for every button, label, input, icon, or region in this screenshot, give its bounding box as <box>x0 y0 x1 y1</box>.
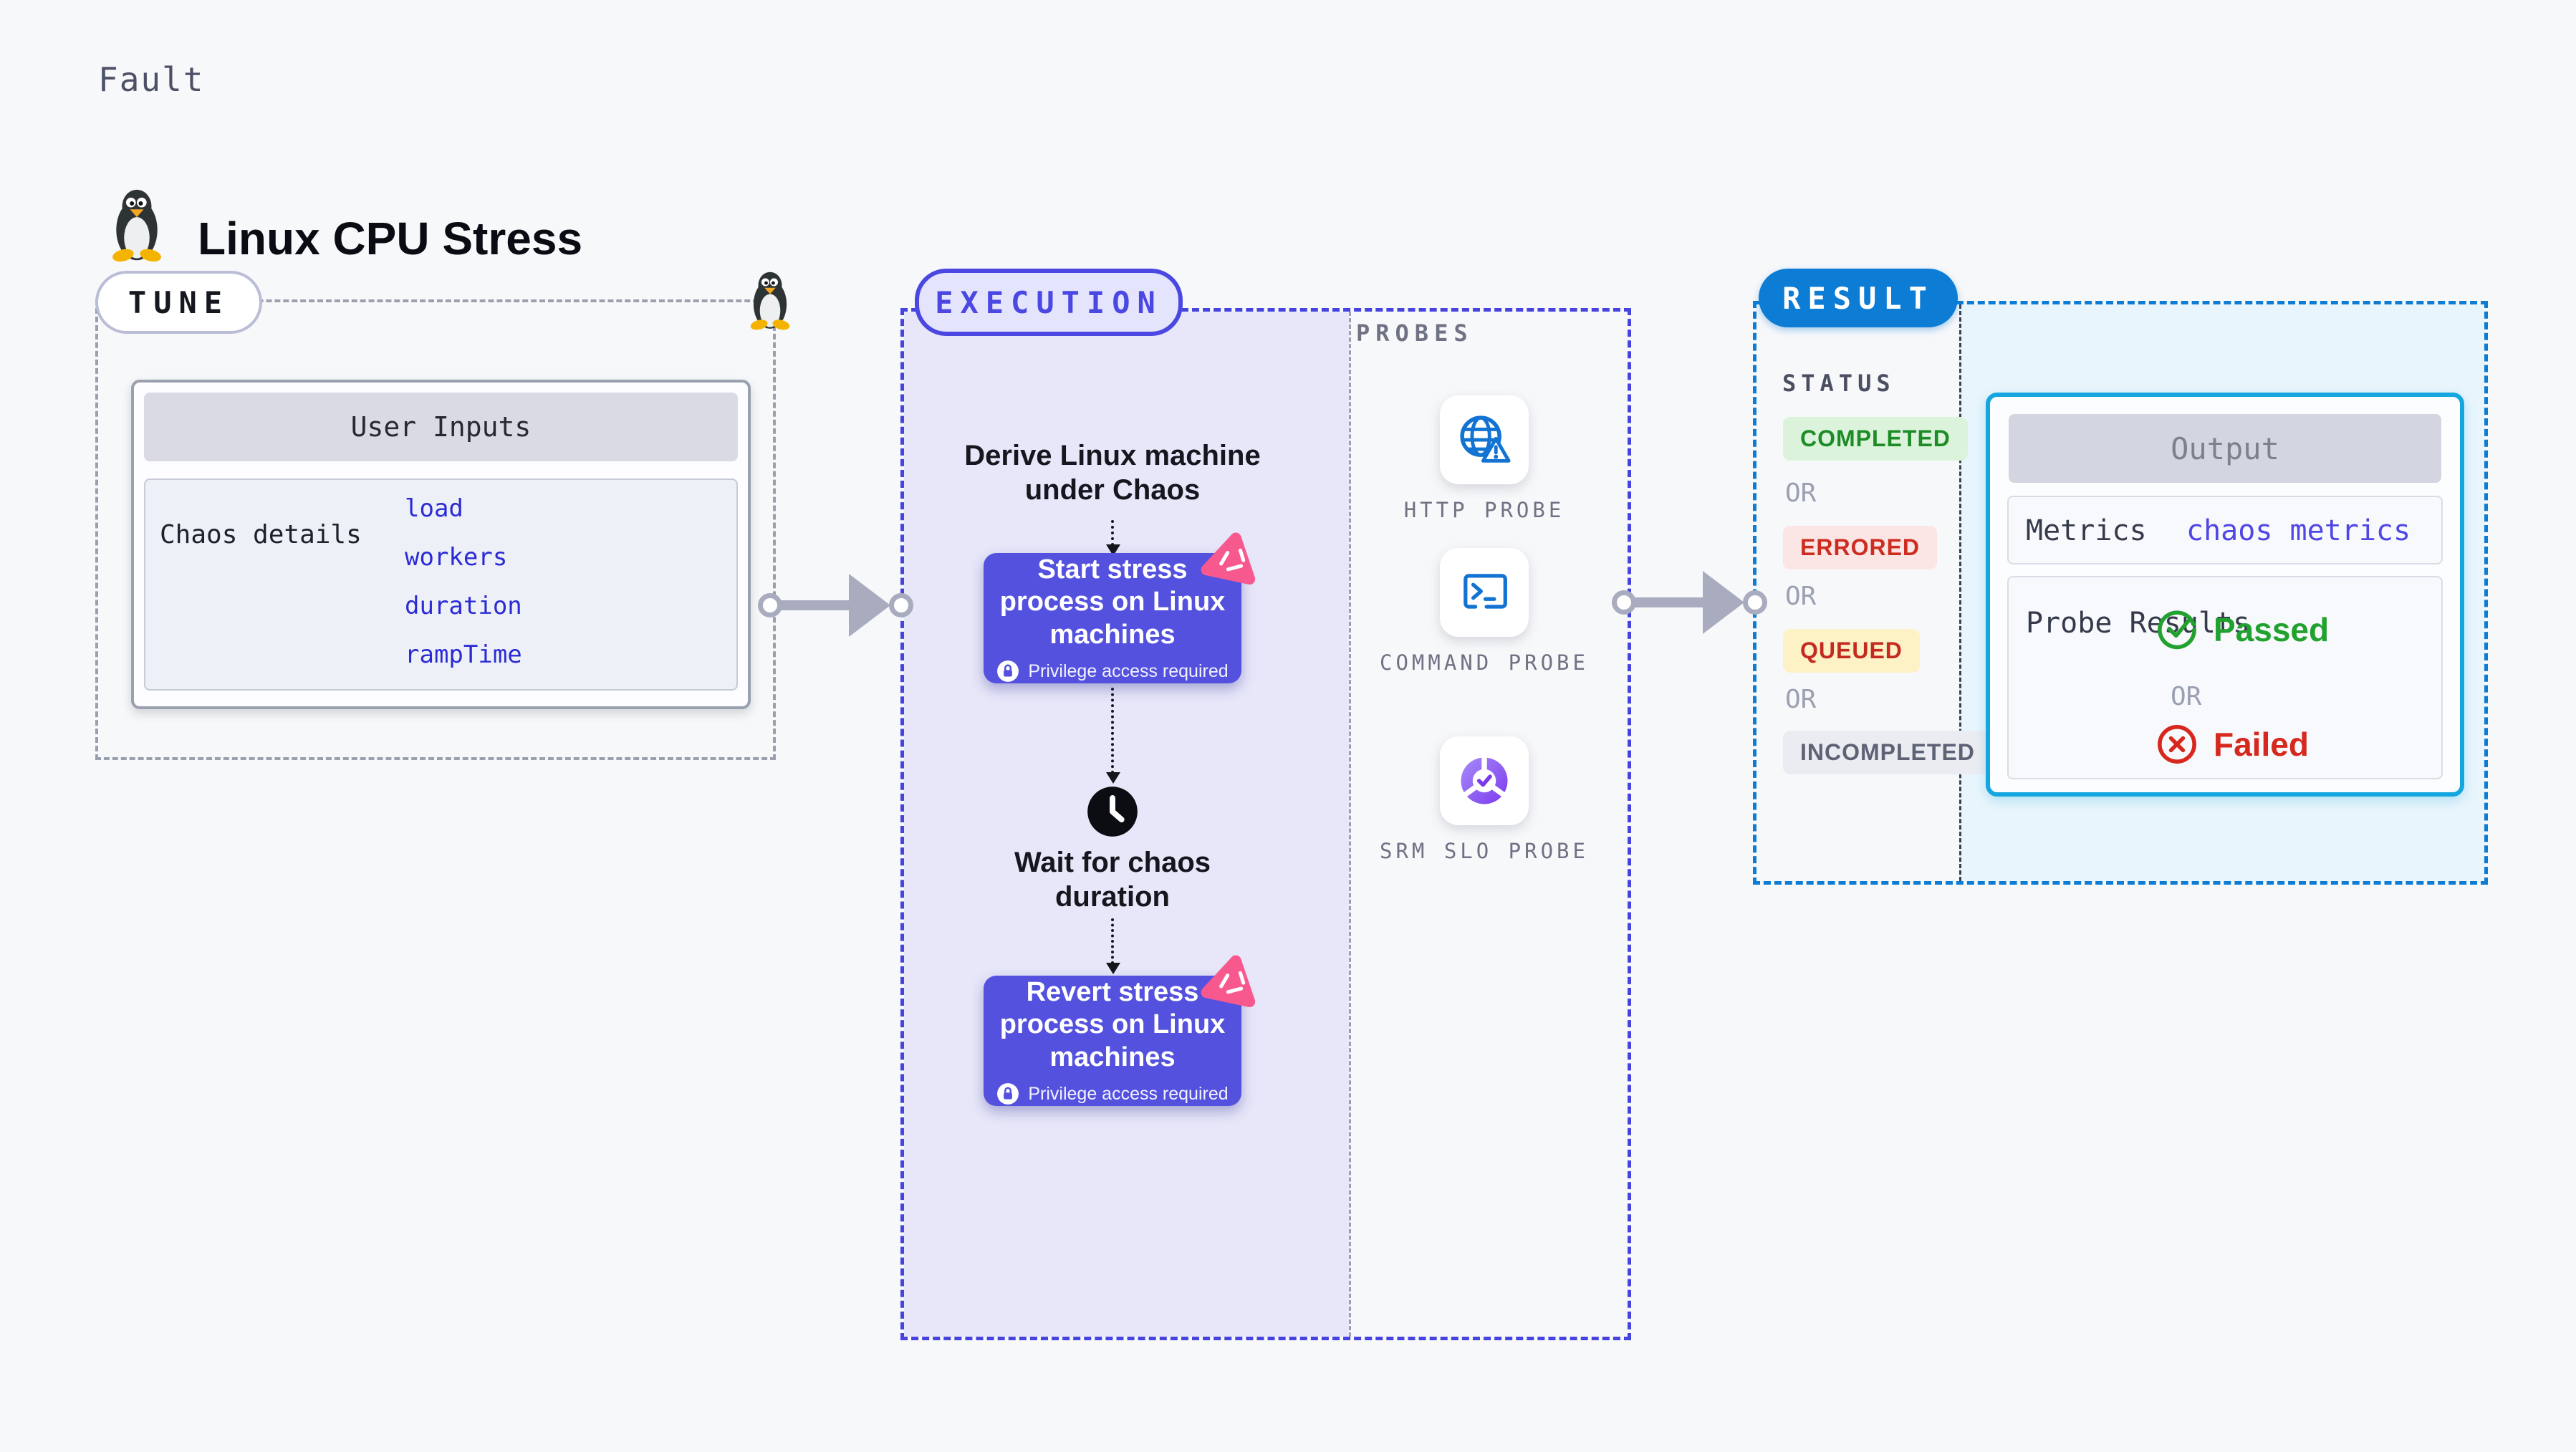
terminal-icon <box>1464 574 1507 609</box>
or-label: OR <box>1785 479 1817 508</box>
connector-dot <box>758 593 782 617</box>
tune-section-box <box>95 299 776 760</box>
status-output-separator <box>1959 304 1961 881</box>
lock-icon <box>997 660 1019 683</box>
tune-badge: TUNE <box>95 271 262 334</box>
or-label: OR <box>1785 685 1817 714</box>
input-link-ramptime[interactable]: rampTime <box>405 640 522 669</box>
status-label: STATUS <box>1782 370 1895 397</box>
page-title: Linux CPU Stress <box>198 213 583 264</box>
srm-slo-probe-label: SRM SLO PROBE <box>1380 839 1589 863</box>
execution-to-result-arrow <box>1625 597 1708 607</box>
flow-connector <box>1111 688 1114 774</box>
clock-icon <box>1087 787 1138 837</box>
globe-alert-icon <box>1460 415 1511 463</box>
flow-arrowhead <box>1106 772 1120 784</box>
lock-icon <box>997 1083 1019 1105</box>
failed-row: Failed <box>2156 723 2309 765</box>
or-label: OR <box>2171 682 2202 711</box>
chaos-pink-triangle-icon <box>1201 955 1256 1008</box>
execution-to-result-arrowhead <box>1703 571 1744 634</box>
start-stress-label: Start stress process on Linux machines <box>999 554 1226 650</box>
command-probe-label: COMMAND PROBE <box>1380 650 1589 675</box>
privilege-row: Privilege access required <box>996 660 1229 683</box>
or-label: OR <box>1785 582 1817 611</box>
derive-machine-text: Derive Linux machine under Chaos <box>964 440 1261 506</box>
input-link-duration[interactable]: duration <box>405 592 522 620</box>
flow-connector <box>1111 520 1114 546</box>
input-link-load[interactable]: load <box>405 494 463 523</box>
chaos-details-label: Chaos details <box>160 520 362 549</box>
input-link-workers[interactable]: workers <box>405 543 508 572</box>
output-card: Output Metrics chaos metrics Probe Resul… <box>1986 393 2464 797</box>
tune-to-execution-arrowhead <box>849 574 890 637</box>
probe-results-row: Probe Results Passed OR Failed <box>2007 576 2443 779</box>
slo-pie-check-icon <box>1461 755 1508 804</box>
failed-label: Failed <box>2214 726 2309 763</box>
user-inputs-title: User Inputs <box>144 393 738 461</box>
tux-penguin-icon <box>112 189 161 262</box>
fault-kicker: Fault <box>98 60 205 99</box>
metrics-label: Metrics <box>2026 514 2147 547</box>
execution-badge: EXECUTION <box>915 269 1183 336</box>
revert-stress-label: Revert stress process on Linux machines <box>999 976 1226 1072</box>
check-circle-icon <box>2158 610 2196 650</box>
tune-to-execution-arrow <box>772 600 855 610</box>
flow-arrowhead <box>1106 963 1120 974</box>
probes-separator <box>1349 312 1351 1337</box>
user-inputs-card: User Inputs Chaos details load workers d… <box>131 380 751 709</box>
x-circle-icon <box>2158 725 2196 764</box>
probes-label: PROBES <box>1356 319 1474 347</box>
output-title: Output <box>2009 414 2441 483</box>
passed-label: Passed <box>2214 611 2330 648</box>
metrics-row: Metrics chaos metrics <box>2007 496 2443 564</box>
privilege-row: Privilege access required <box>996 1082 1229 1105</box>
start-stress-node: Start stress process on Linux machines P… <box>984 553 1241 683</box>
tux-penguin-corner-icon <box>750 271 790 330</box>
wait-duration-text: Wait for chaos duration <box>1014 847 1211 913</box>
revert-stress-node: Revert stress process on Linux machines … <box>984 976 1241 1106</box>
command-probe-card <box>1440 548 1529 637</box>
chaos-pink-triangle-icon <box>1201 532 1256 585</box>
flow-connector <box>1111 918 1114 964</box>
status-badge-completed: COMPLETED <box>1783 417 1968 461</box>
status-badge-incompleted: INCOMPLETED <box>1783 731 1992 774</box>
status-badge-queued: QUEUED <box>1783 629 1920 673</box>
chaos-details-panel: Chaos details load workers duration ramp… <box>144 479 738 691</box>
chaos-metrics-link[interactable]: chaos metrics <box>2186 514 2411 547</box>
http-probe-card <box>1440 395 1529 484</box>
status-badge-errored: ERRORED <box>1783 526 1938 569</box>
srm-slo-probe-card <box>1440 736 1529 825</box>
connector-dot <box>1612 590 1636 615</box>
passed-row: Passed <box>2156 609 2329 650</box>
connector-dot <box>1743 590 1767 615</box>
http-probe-label: HTTP PROBE <box>1403 498 1565 522</box>
result-badge: RESULT <box>1759 269 1958 327</box>
probe-results-label: Probe Results <box>2026 607 2251 640</box>
privilege-note: Privilege access required <box>1028 1083 1229 1104</box>
connector-dot <box>889 593 913 617</box>
privilege-note: Privilege access required <box>1028 660 1229 681</box>
